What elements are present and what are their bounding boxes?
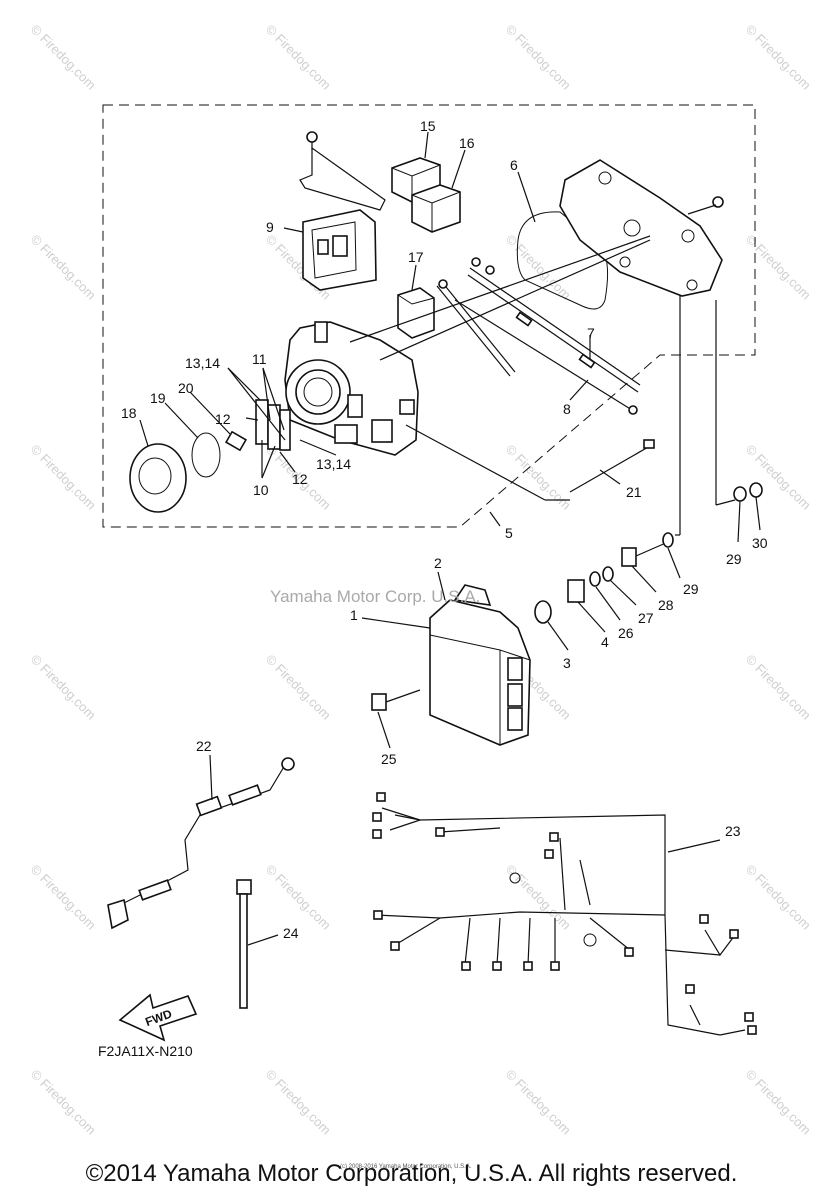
callout-6: 6: [510, 157, 518, 173]
callout-28: 28: [658, 597, 674, 613]
watermark: © Firedog.com: [503, 862, 574, 933]
callout-23: 23: [725, 823, 741, 839]
watermark: © Firedog.com: [503, 1067, 574, 1138]
watermark: © Firedog.com: [503, 22, 574, 93]
callout-25: 25: [381, 751, 397, 767]
part-25-bolt: [371, 689, 421, 711]
callout-15: 15: [420, 118, 436, 134]
callout-29-b: 29: [683, 581, 699, 597]
watermark: © Firedog.com: [28, 862, 99, 933]
callout-8: 8: [563, 401, 571, 417]
callout-12-b: 12: [292, 471, 308, 487]
part-21-tie: [569, 439, 655, 493]
part-3-grommet: [534, 600, 552, 624]
part-27-washer: [602, 566, 614, 582]
part-7-cable: [467, 257, 641, 393]
callout-1: 1: [350, 607, 358, 623]
watermark: © Firedog.com: [743, 1067, 814, 1138]
callout-4: 4: [601, 634, 609, 650]
callout-26: 26: [618, 625, 634, 641]
callout-9: 9: [266, 219, 274, 235]
callout-3: 3: [563, 655, 571, 671]
callout-2: 2: [434, 555, 442, 571]
watermark: © Firedog.com: [503, 442, 574, 513]
callout-7: 7: [587, 325, 595, 341]
watermark: © Firedog.com: [28, 22, 99, 93]
leader-lines-upper: [139, 131, 736, 536]
copyright-notice: ©2014 Yamaha Motor Corporation, U.S.A. A…: [85, 1160, 738, 1187]
callout-27: 27: [638, 610, 654, 626]
part-20-clip: [224, 430, 248, 452]
part-1-ecu: [429, 584, 531, 746]
part-19-oring: [191, 432, 221, 478]
callout-18: 18: [121, 405, 137, 421]
callout-13-14-a: 13,14: [185, 355, 220, 371]
part-8-cable: [436, 279, 638, 415]
watermark: © Firedog.com: [743, 862, 814, 933]
watermark: © Firedog.com: [263, 862, 334, 933]
watermark: © Firedog.com: [28, 652, 99, 723]
bracket: [299, 131, 386, 211]
part-4-collar: [567, 579, 585, 603]
watermark: © Firedog.com: [743, 22, 814, 93]
callout-24: 24: [283, 925, 299, 941]
tiny-copyright: (c) 2008-2016 Yamaha Motor Corporation, …: [340, 1164, 472, 1170]
diagram-code: F2JA11X-N210: [98, 1043, 193, 1059]
callout-19: 19: [150, 390, 166, 406]
callout-29-a: 29: [726, 551, 742, 567]
cover-plate: [559, 159, 724, 297]
leader-lines-middle: [361, 496, 761, 749]
part-6-gasket: [516, 211, 609, 310]
part-9-cover: [302, 209, 377, 291]
callout-16: 16: [459, 135, 475, 151]
part-16-relay: [411, 184, 461, 233]
assembly-outline: [102, 104, 756, 528]
center-watermark: Yamaha Motor Corp. U.S.A.: [270, 587, 480, 606]
callout-5: 5: [505, 525, 513, 541]
part-18-cap: [129, 443, 187, 513]
part-24-tie: [236, 879, 279, 1009]
watermark: © Firedog.com: [28, 232, 99, 303]
callout-21: 21: [626, 484, 642, 500]
watermark: © Firedog.com: [743, 652, 814, 723]
part-22-cable: [107, 754, 295, 930]
part-26-washer: [589, 571, 601, 587]
callout-17: 17: [408, 249, 424, 265]
part-17-sensor: [397, 287, 435, 339]
callout-13-14-b: 13,14: [316, 456, 351, 472]
electrical-box: [284, 321, 419, 456]
callout-22: 22: [196, 738, 212, 754]
callout-10: 10: [253, 482, 269, 498]
callout-labels: 15 16 6 9 17 7 8 13,14 11 20 19 18 12 13…: [121, 118, 768, 941]
watermark: © Firedog.com: [263, 1067, 334, 1138]
callout-20: 20: [178, 380, 194, 396]
watermark: © Firedog.com: [263, 22, 334, 93]
fwd-arrow: FWD: [118, 993, 198, 1042]
watermark: © Firedog.com: [28, 1067, 99, 1138]
watermark: © Firedog.com: [743, 232, 814, 303]
callout-11: 11: [252, 351, 267, 367]
watermark: © Firedog.com: [28, 442, 99, 513]
callout-30: 30: [752, 535, 768, 551]
part-29-washer: [662, 532, 674, 548]
part-28-bolt: [621, 541, 669, 567]
callout-12-a: 12: [215, 411, 231, 427]
watermark: © Firedog.com: [263, 652, 334, 723]
part-29-30-hardware: [733, 482, 763, 502]
watermark: © Firedog.com: [743, 442, 814, 513]
part-23-harness: [372, 792, 757, 1036]
